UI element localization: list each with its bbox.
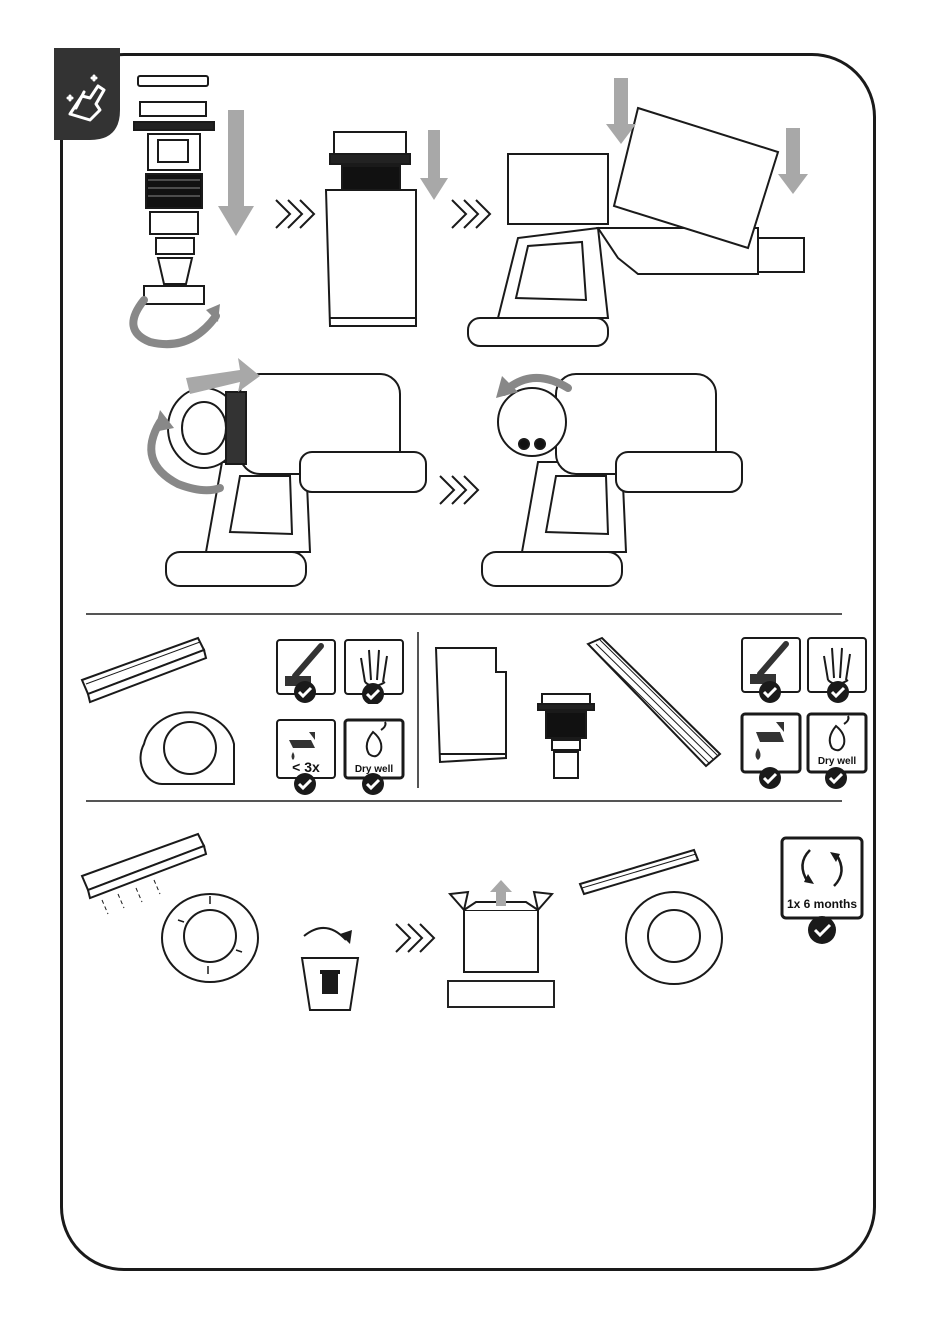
section-divider (86, 613, 842, 615)
new-part-box-icon (446, 880, 556, 976)
new-foam-ring-illustration (622, 888, 726, 988)
next-step-chevrons (392, 920, 442, 956)
filter-stack-exploded-illustration (120, 70, 230, 350)
rinse-water-icon: < 3x (275, 718, 339, 796)
dry-well-label-right: Dry well (818, 756, 857, 767)
brush-clean-icon (740, 636, 804, 704)
foam-ring-filter-illustration (138, 704, 242, 790)
vacuum-front-cap-removal-illustration (130, 352, 430, 596)
section-divider-vertical (417, 632, 419, 788)
roller-brush-illustration (578, 634, 728, 774)
foam-filter-strip-illustration (78, 632, 208, 704)
brush-clean-icon (275, 638, 339, 704)
frequency-label: 1x 6 months (787, 897, 857, 911)
rinse-limit-label: < 3x (292, 759, 320, 775)
rinse-water-icon (740, 712, 804, 790)
down-arrow (420, 130, 450, 202)
replacement-interval-icon: 1x 6 months (778, 836, 868, 952)
hand-wash-icon (343, 638, 407, 704)
vacuum-cap-removed-illustration (476, 352, 756, 596)
dust-bin-illustration (430, 642, 514, 768)
air-dry-icon: Dry well (806, 712, 870, 790)
air-dry-icon: Dry well (343, 718, 407, 796)
section-divider (86, 800, 842, 802)
hand-wash-icon (806, 636, 870, 704)
part-code-box (447, 980, 555, 1008)
cleaning-section-badge (54, 48, 120, 140)
recycle-bin-symbol (320, 970, 340, 994)
worn-foam-ring-illustration (158, 890, 262, 986)
down-arrow (216, 110, 256, 240)
vacuum-bin-removal-illustration (458, 78, 818, 354)
next-step-chevrons (272, 196, 322, 232)
dust-bin-with-filter-illustration (320, 126, 430, 336)
trash-bin-icon (296, 918, 366, 1014)
